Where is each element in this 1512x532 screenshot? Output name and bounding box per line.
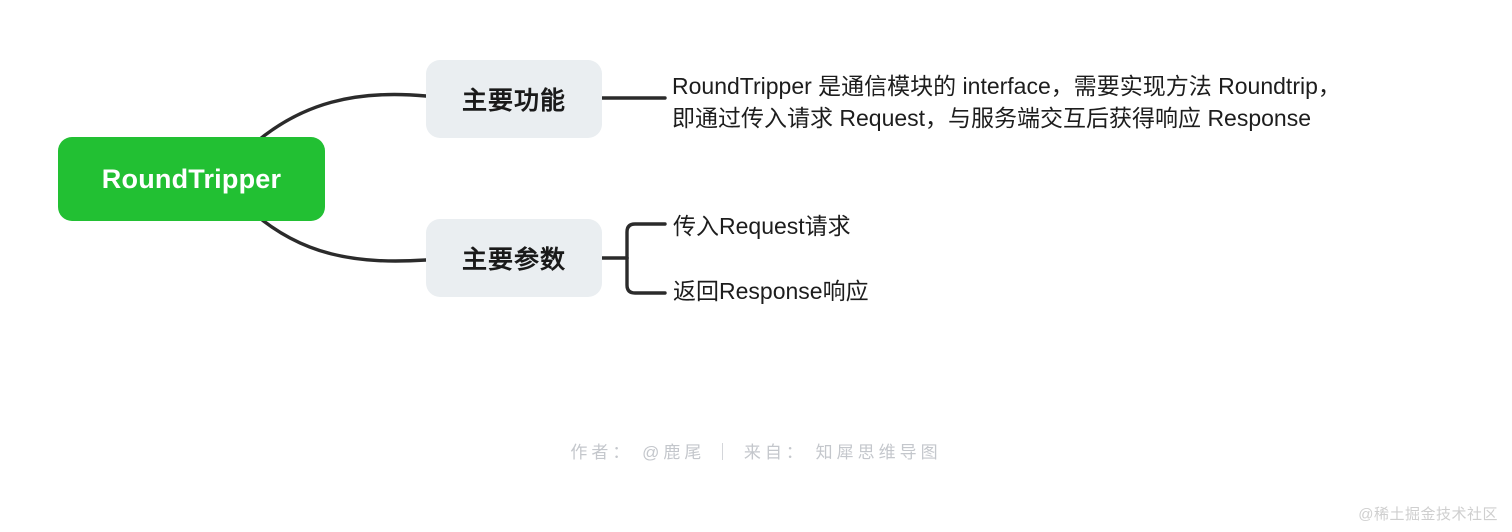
branch-node-label: 主要功能 <box>461 87 566 115</box>
root-node-label: RoundTripper <box>101 163 282 194</box>
mindmap-leaf-param-request[interactable]: 传入Request请求 <box>673 211 851 241</box>
connector-branch-1-to-leaf-0 <box>625 222 667 260</box>
leaf-description-line-1: RoundTripper 是通信模块的 interface，需要实现方法 Rou… <box>672 73 1341 99</box>
mindmap-leaf-param-response[interactable]: 返回Response响应 <box>673 276 869 306</box>
corner-watermark: @稀土掘金技术社区 <box>1358 506 1498 523</box>
mindmap-branch-node-main-params[interactable]: 主要参数 <box>426 219 602 297</box>
mindmap-branch-node-main-function[interactable]: 主要功能 <box>426 60 602 138</box>
leaf-param-label: 传入Request请求 <box>673 213 851 239</box>
connector-branch-1-to-leaf-1 <box>625 256 667 295</box>
mindmap-leaf-description[interactable]: RoundTripper 是通信模块的 interface，需要实现方法 Rou… <box>672 70 1341 134</box>
leaf-description-line-2: 即通过传入请求 Request，与服务端交互后获得响应 Response <box>672 105 1312 131</box>
footer-credit-text: 作者： @鹿尾 ｜ 来自： 知犀思维导图 <box>570 443 942 462</box>
branch-node-label: 主要参数 <box>461 246 566 274</box>
mindmap-root-node[interactable]: RoundTripper <box>58 137 325 221</box>
leaf-param-label: 返回Response响应 <box>673 278 869 304</box>
